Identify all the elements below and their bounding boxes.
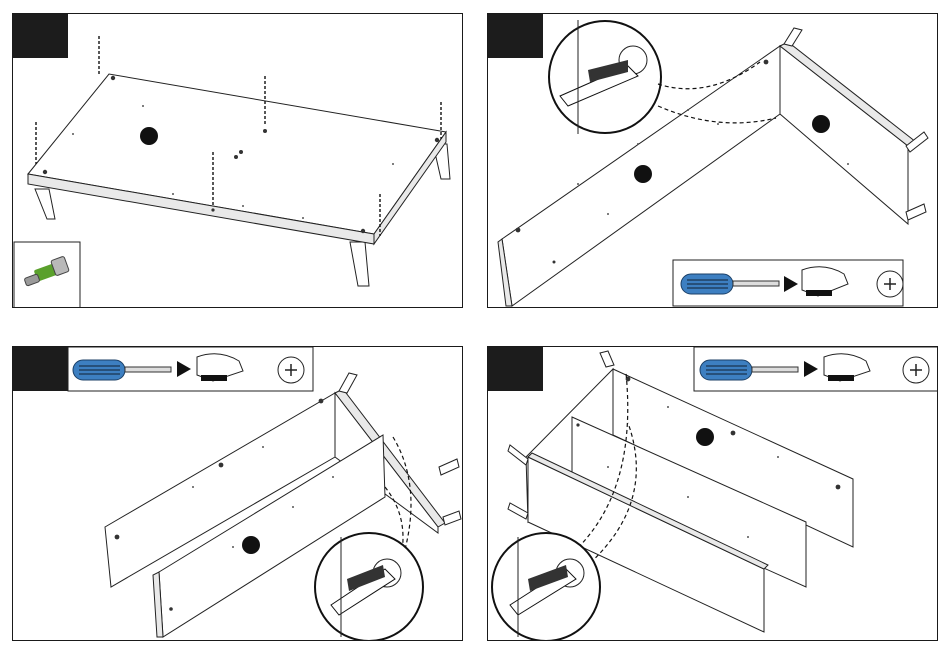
- part-marker: [242, 536, 260, 554]
- step-2-panel: [487, 13, 938, 308]
- leg-front-left: [35, 189, 55, 219]
- step-3-panel: [12, 346, 463, 641]
- step-1-panel: [12, 13, 463, 308]
- step-2-illustration: [488, 14, 938, 308]
- part-marker-b: [812, 115, 830, 133]
- side-panel-end: [780, 46, 908, 224]
- step-1-illustration: [13, 14, 463, 308]
- part-marker: [140, 127, 158, 145]
- step-4-illustration: [488, 347, 938, 641]
- part-marker-a: [634, 165, 652, 183]
- part-marker: [696, 428, 714, 446]
- step-4-panel: [487, 346, 938, 641]
- leg-front-right: [350, 242, 369, 286]
- step-3-illustration: [13, 347, 463, 641]
